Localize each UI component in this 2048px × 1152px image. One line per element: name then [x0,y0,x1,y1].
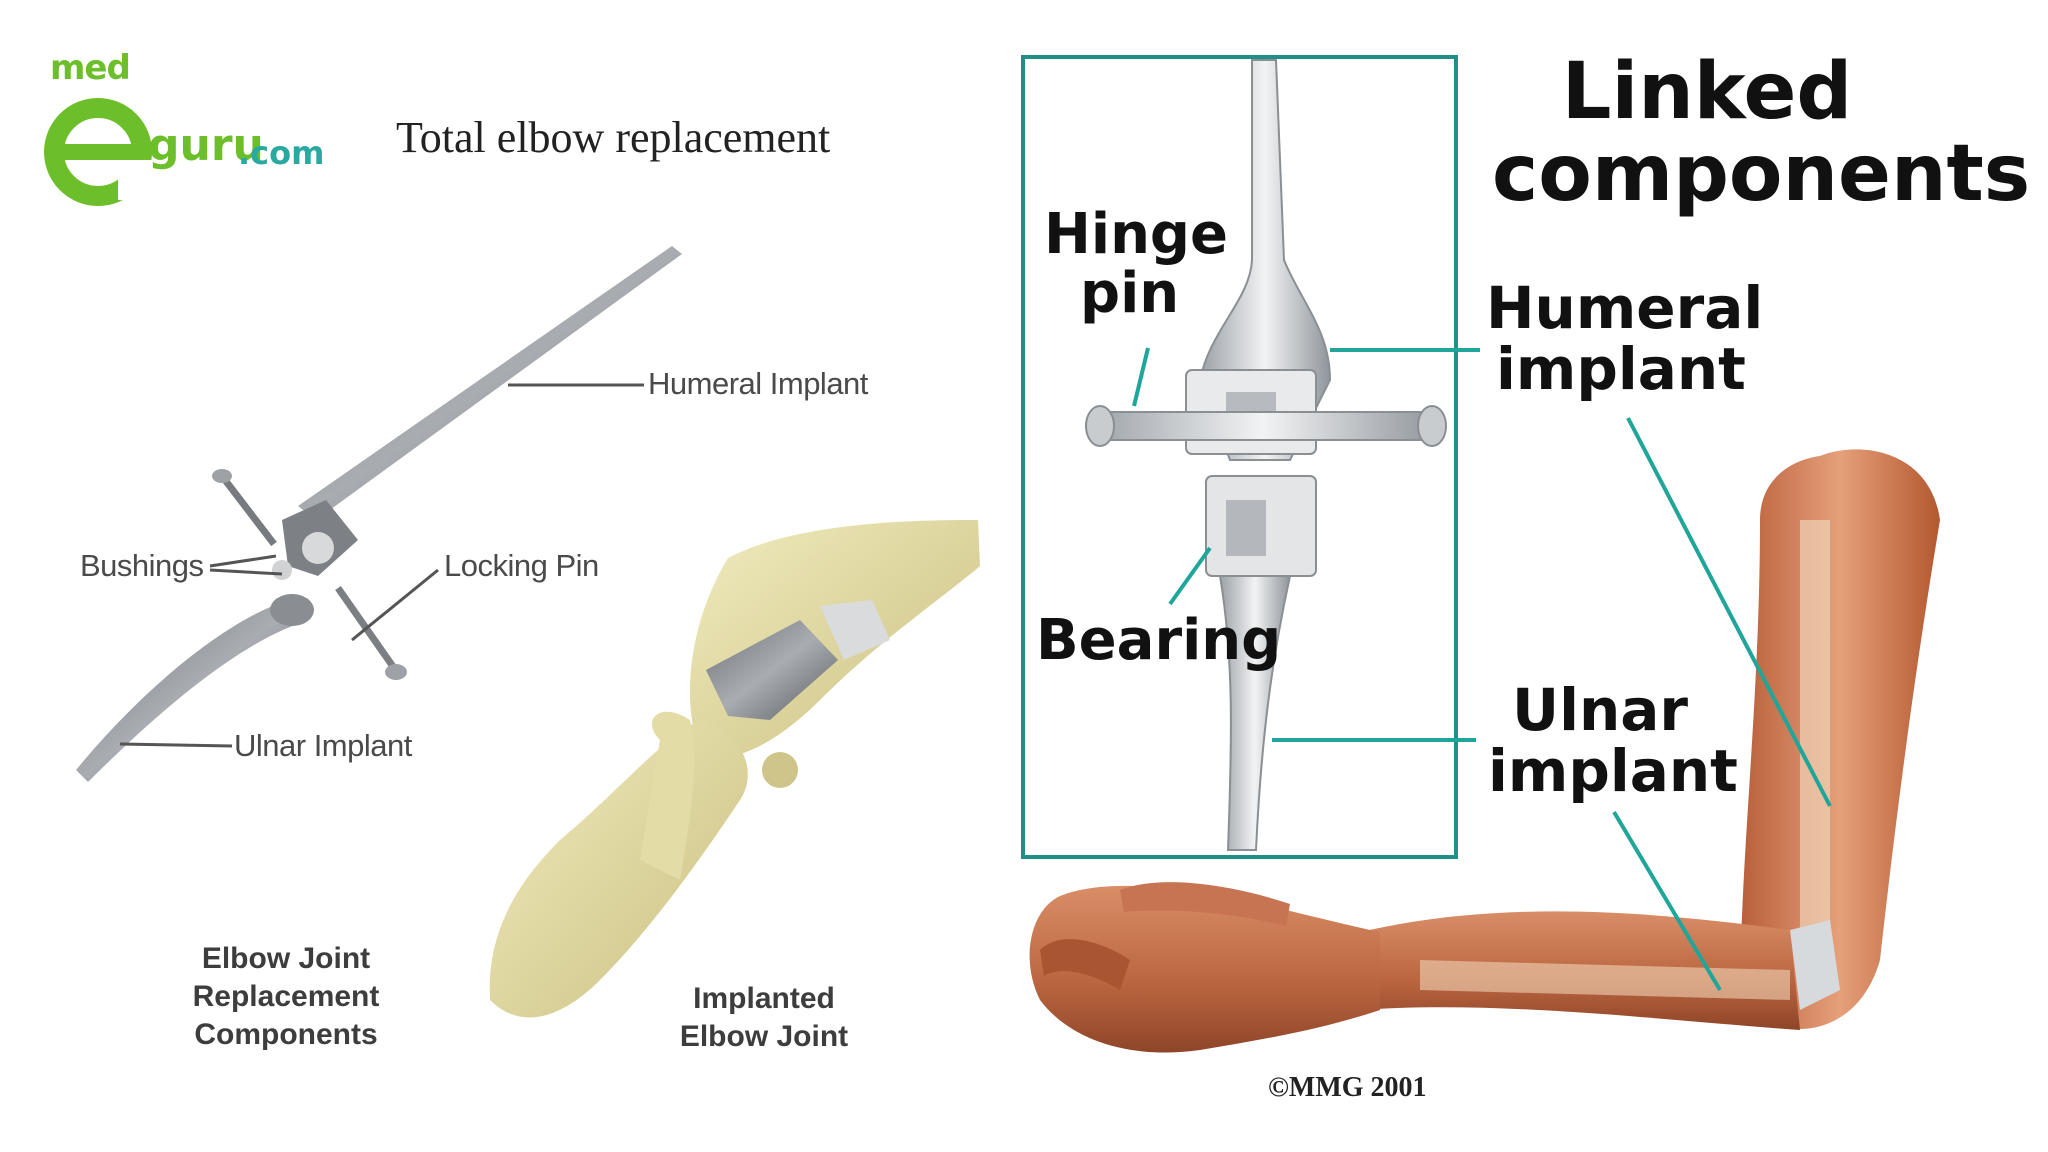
logo-icon [44,98,158,206]
label-humeral-implant-right: Humeral implant [1486,278,1763,400]
label-line: Ulnar [1512,676,1689,744]
arm-illustration [1029,449,1940,1053]
label-line: implant [1488,736,1738,805]
caption-line: Elbow Joint [679,1020,849,1053]
caption-implanted: Implanted Elbow Joint [654,980,874,1056]
label-line: Hinge [1044,202,1228,267]
label-line: pin [1080,260,1180,326]
implanted-elbow-illustration [489,520,980,1018]
caption-components: Elbow Joint Replacement Components [166,940,406,1054]
page-title: Total elbow replacement [396,113,831,162]
logo-med-text: med [50,48,131,88]
humeral-implant-illustration [282,246,682,576]
caption-line: Elbow Joint [201,942,371,975]
label-hinge-pin: Hinge pin [1044,202,1228,326]
right-leader-lines [1132,347,1832,992]
label-humeral-implant: Humeral Implant [648,366,868,401]
ulnar-implant-illustration [76,594,314,782]
label-bearing: Bearing [1036,608,1282,673]
linked-implant-illustration [1085,59,1447,851]
caption-line: Implanted [693,982,835,1015]
label-line: Humeral [1486,274,1764,342]
heading-linked-components: Linked components [1492,47,2031,219]
copyright-text: ©MMG 2001 [1268,1072,1427,1103]
label-locking-pin: Locking Pin [444,548,599,583]
left-leader-lines [119,383,644,748]
label-bushings: Bushings [80,548,204,583]
label-line: implant [1496,334,1746,403]
label-ulnar-implant-right: Ulnar implant [1488,680,1738,802]
logo-guru-text: guru [148,120,264,171]
heading-line: components [1492,128,2031,219]
caption-line: Components [194,1018,378,1051]
caption-line: Replacement [192,980,380,1013]
label-ulnar-implant: Ulnar Implant [234,728,412,763]
logo-com-text: .com [238,134,325,172]
heading-line: Linked [1561,47,1853,137]
